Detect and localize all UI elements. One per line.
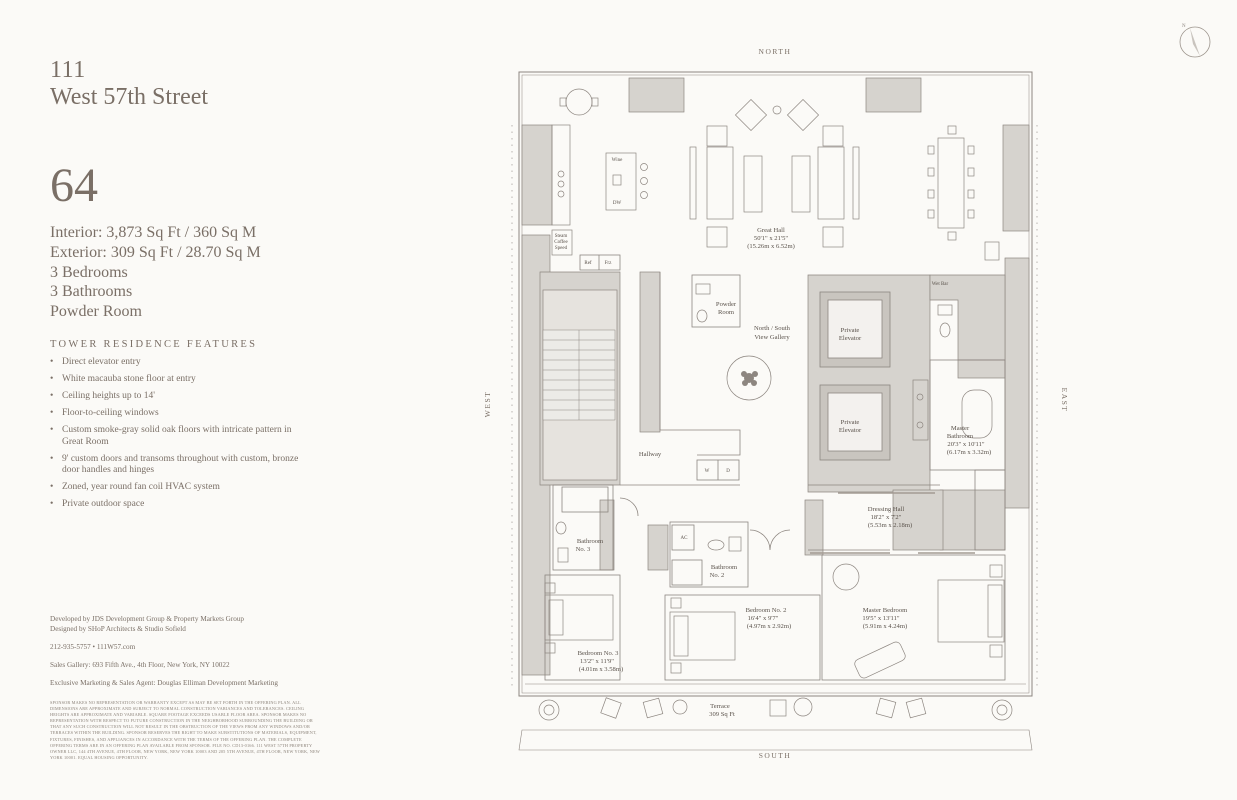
elevator-1-label: Private (841, 327, 860, 334)
ref-label: Ref (584, 261, 592, 266)
feature-item: Floor-to-ceiling windows (50, 408, 305, 420)
powder-room-label-2: Room (718, 309, 735, 316)
master-bedroom-label: Master Bedroom (863, 607, 908, 614)
bedroom-3-metric: (4.01m x 3.58m) (579, 666, 623, 673)
unit-number: 64 (50, 159, 98, 212)
master-bath-metric: (6.17m x 3.32m) (947, 449, 991, 456)
gallery-table (726, 355, 772, 401)
dressing-hall-metric: (5.53m x 2.18m) (868, 522, 912, 529)
credit-designed: Designed by SHoP Architects & Studio Sof… (50, 625, 186, 633)
elevator-2-label: Private (841, 419, 860, 426)
feature-item: Ceiling heights up to 14' (50, 391, 305, 403)
ac-label: AC (681, 536, 689, 541)
elevator-1-label-2: Elevator (839, 335, 862, 342)
wine-label: Wine (612, 158, 623, 163)
legal-disclaimer: SPONSOR MAKES NO REPRESENTATION OR WARRA… (50, 700, 320, 760)
elevators (819, 291, 891, 461)
wall-blocks (521, 77, 1030, 676)
east-label: EAST (1060, 388, 1069, 413)
features-title: TOWER RESIDENCE FEATURES (50, 339, 258, 350)
fixture-labels: Wine DW Steam Coffee Speed Ref Frz Wet B… (554, 158, 948, 541)
master-bath-label: Master (951, 425, 970, 432)
feature-item: Direct elevator entry (50, 357, 305, 369)
room-labels: Great Hall 50'1" x 21'5" (15.26m x 6.52m… (576, 227, 991, 718)
interior-walls (544, 254, 1006, 681)
speed-label: Speed (555, 246, 568, 251)
credits: Developed by JDS Development Group & Pro… (50, 614, 330, 688)
frz-label: Frz (605, 261, 612, 266)
bedroom-3-label: Bedroom No. 3 (578, 650, 620, 657)
building-number: 111 (50, 57, 86, 83)
feature-item: Private outdoor space (50, 499, 305, 511)
stat-exterior: Exterior: 309 Sq Ft / 28.70 Sq M (50, 243, 261, 261)
bedroom-3-size: 13'2" x 11'9" (580, 658, 614, 665)
powder-room-label: Powder (716, 301, 737, 308)
elevator-2-label-2: Elevator (839, 427, 862, 434)
bath-3-label: Bathroom (577, 538, 604, 545)
bedroom-2-metric: (4.97m x 2.92m) (747, 623, 791, 630)
gallery-label: North / South (754, 325, 791, 332)
great-hall-metric: (15.26m x 6.52m) (747, 243, 795, 250)
dressing-shelves (810, 492, 975, 554)
wet-bar-label: Wet Bar (932, 282, 949, 287)
bath-3-label-2: No. 3 (576, 546, 591, 553)
bath-2-label: Bathroom (711, 564, 738, 571)
svg-text:N: N (1182, 24, 1186, 29)
credit-gallery: Sales Gallery: 693 Fifth Ave., 4th Floor… (50, 661, 230, 669)
bedroom-2-label: Bedroom No. 2 (746, 607, 787, 614)
dressing-hall-size: 18'2" x 7'2" (871, 514, 902, 521)
terrace-size: 309 Sq Ft (709, 711, 735, 718)
west-label: WEST (483, 391, 492, 417)
feature-item: Custom smoke-gray solid oak floors with … (50, 425, 305, 448)
master-bedroom-size: 19'5" x 13'11" (862, 615, 899, 622)
dryer-label: D (726, 469, 730, 474)
master-bath-size: 20'3" x 10'11" (947, 441, 984, 448)
stat-bathrooms: 3 Bathrooms (50, 283, 133, 301)
credit-contact: 212-935-5757 • 111W57.com (50, 643, 136, 651)
bath-fixtures (555, 283, 993, 563)
furniture-great-hall (559, 88, 1000, 261)
terrace-furniture (538, 697, 1013, 721)
kitchen (551, 124, 648, 256)
hallway-label: Hallway (639, 451, 662, 458)
coffee-label: Coffee (554, 240, 568, 245)
bedroom-2-size: 16'4" x 9'7" (748, 615, 779, 622)
stair (542, 329, 616, 421)
great-hall-size: 50'1" x 21'5" (754, 235, 788, 242)
great-hall-label: Great Hall (757, 227, 785, 234)
credit-agent: Exclusive Marketing & Sales Agent: Dougl… (50, 679, 278, 687)
dishwasher-label: DW (613, 201, 622, 206)
gallery-label-2: View Gallery (754, 334, 790, 341)
features-list: Direct elevator entry White macauba ston… (50, 357, 305, 516)
compass-icon: N (1179, 24, 1211, 58)
stat-powder-room: Powder Room (50, 303, 142, 321)
bath-2-label-2: No. 2 (710, 572, 725, 579)
feature-item: 9' custom doors and transoms throughout … (50, 454, 305, 477)
stat-interior: Interior: 3,873 Sq Ft / 360 Sq M (50, 224, 257, 241)
unit-stats: Interior: 3,873 Sq Ft / 360 Sq M Exterio… (50, 223, 261, 322)
master-bedroom-metric: (5.91m x 4.24m) (863, 623, 907, 630)
master-bath-label-2: Bathroom (947, 433, 974, 440)
washer-label: W (705, 469, 710, 474)
stat-bedrooms: 3 Bedrooms (50, 263, 128, 281)
south-label: SOUTH (759, 751, 792, 760)
feature-item: White macauba stone floor at entry (50, 374, 305, 386)
bedroom-furniture (544, 563, 1005, 679)
feature-item: Zoned, year round fan coil HVAC system (50, 482, 305, 494)
dressing-hall-label: Dressing Hall (868, 506, 905, 513)
credit-developed: Developed by JDS Development Group & Pro… (50, 615, 245, 623)
steam-label: Steam (555, 234, 568, 239)
north-label: NORTH (759, 47, 792, 56)
building-street: West 57th Street (50, 84, 209, 110)
terrace-label: Terrace (710, 703, 730, 710)
